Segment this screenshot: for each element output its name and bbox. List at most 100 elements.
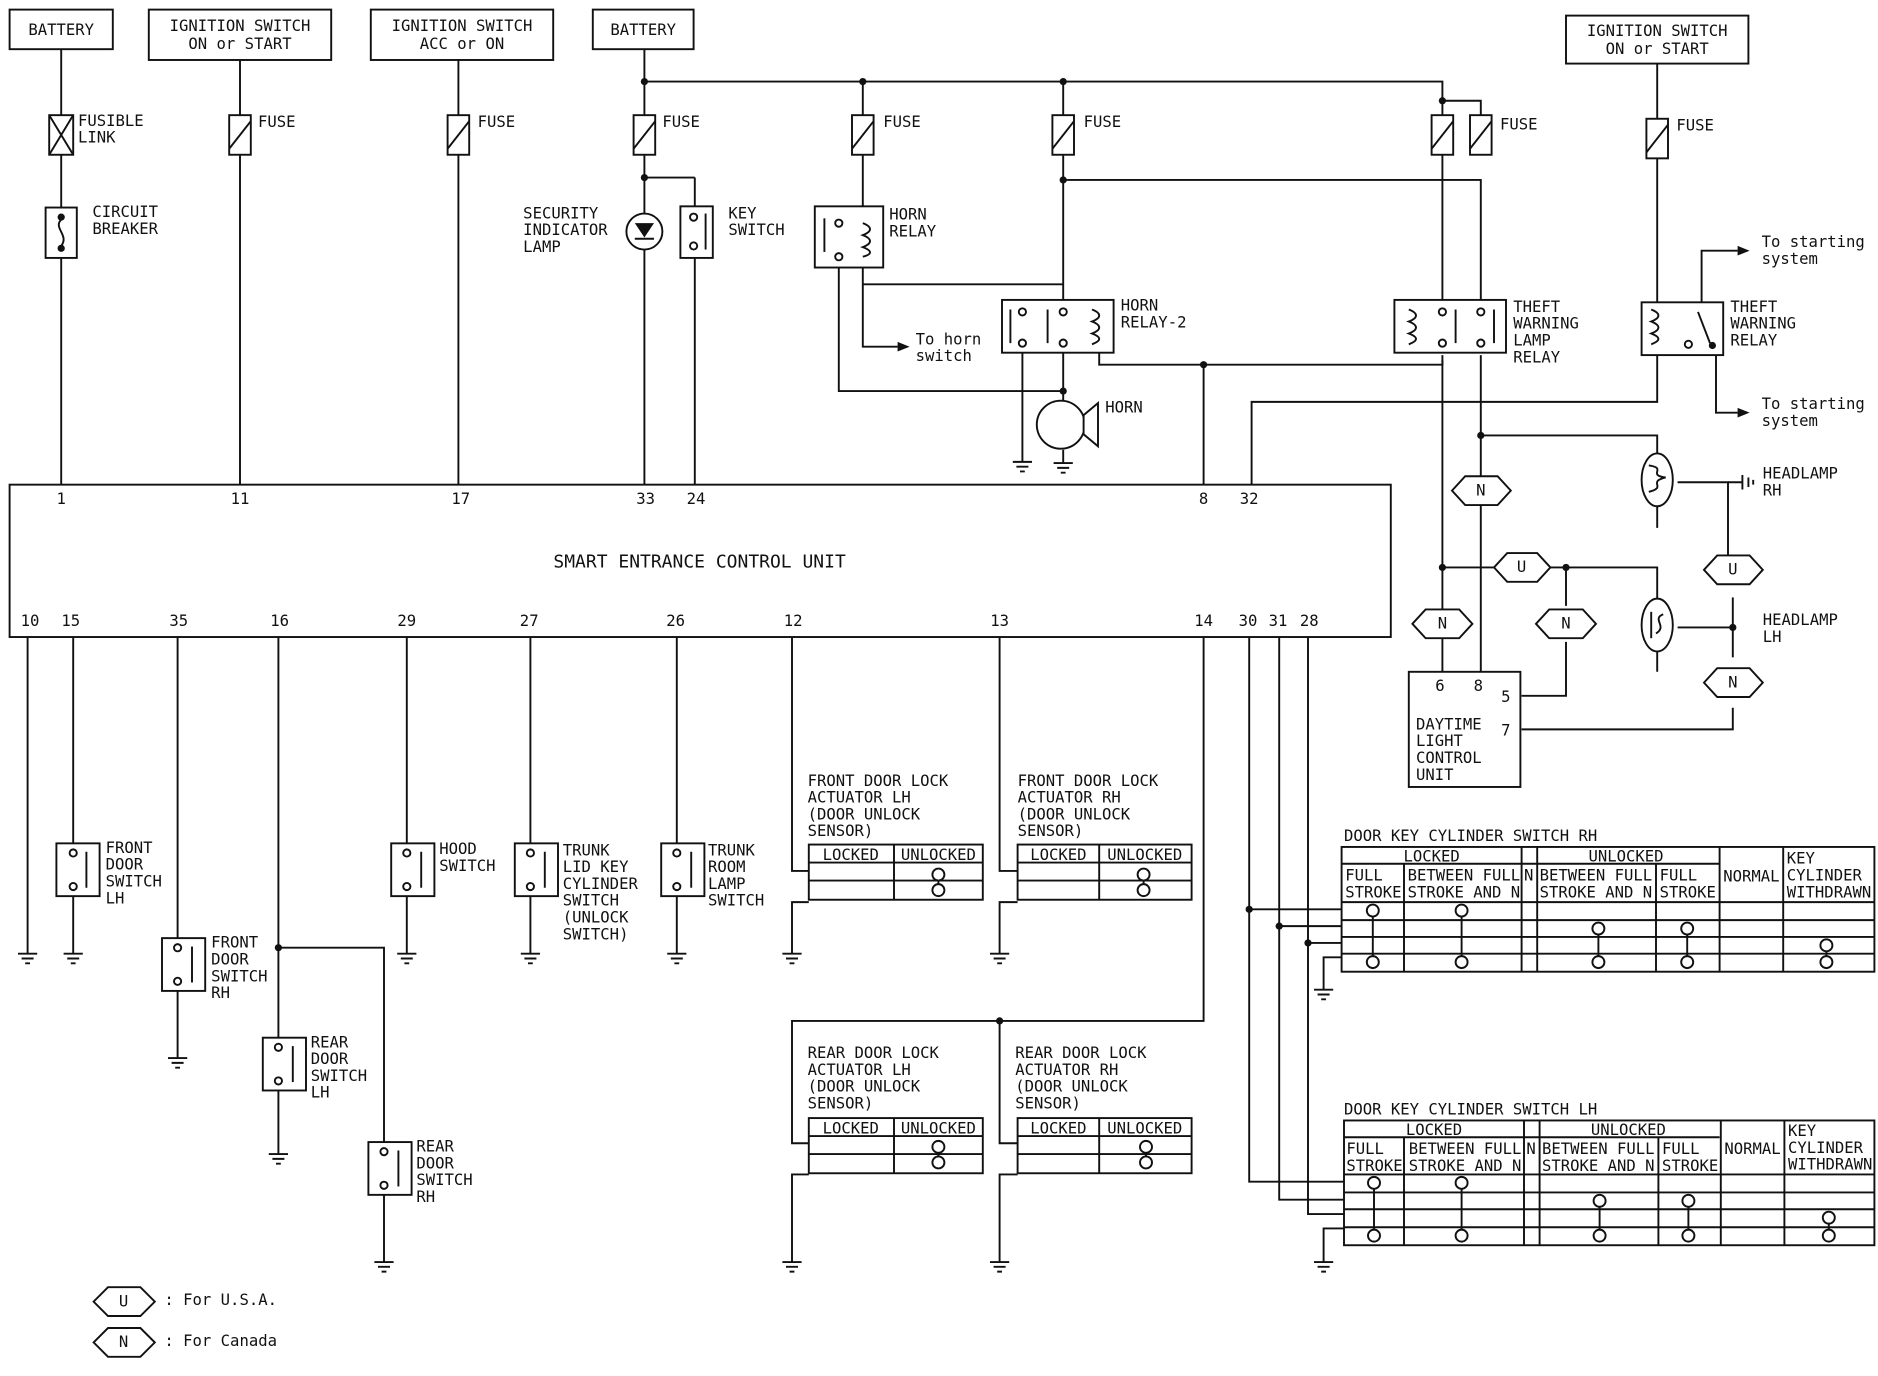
svg-text:RELAY: RELAY xyxy=(1513,348,1561,366)
svg-text:UNLOCKED: UNLOCKED xyxy=(901,1120,976,1138)
svg-text:THEFT: THEFT xyxy=(1730,298,1778,316)
ground-icon xyxy=(990,952,1010,965)
svg-text:FUSE: FUSE xyxy=(478,113,516,131)
svg-text:HOOD: HOOD xyxy=(439,840,477,858)
svg-text:SWITCH: SWITCH xyxy=(311,1067,367,1085)
ground-icon xyxy=(374,1261,394,1273)
hex-n-left: N xyxy=(1411,608,1474,640)
to-starting-system-lower: To starting system xyxy=(1737,395,1865,430)
svg-text:: For U.S.A.: : For U.S.A. xyxy=(164,1291,277,1309)
svg-text:N: N xyxy=(1561,615,1570,633)
svg-text:THEFT: THEFT xyxy=(1513,298,1561,316)
svg-text:IGNITION SWITCH: IGNITION SWITCH xyxy=(392,17,533,35)
pin-1: 1 xyxy=(57,490,66,508)
front-door-lock-actuator-lh: FRONT DOOR LOCK ACTUATOR LH (DOOR UNLOCK… xyxy=(808,772,984,901)
svg-text:SENSOR): SENSOR) xyxy=(1018,822,1084,840)
svg-text:KEY: KEY xyxy=(728,204,757,222)
source-ignition-acc-on: IGNITION SWITCH ACC or ON xyxy=(369,8,555,61)
trunk-lid-key-cylinder-switch: TRUNK LID KEY CYLINDER SWITCH (UNLOCK SW… xyxy=(513,841,639,943)
svg-text:INDICATOR: INDICATOR xyxy=(523,221,608,239)
svg-text:N: N xyxy=(1476,481,1485,499)
ground-icon xyxy=(782,1261,802,1273)
svg-text:DOOR: DOOR xyxy=(211,951,249,969)
svg-text:N: N xyxy=(1728,673,1737,691)
svg-text:FRONT DOOR LOCK: FRONT DOOR LOCK xyxy=(1018,772,1159,790)
svg-text:system: system xyxy=(1762,412,1818,430)
svg-text:NORMAL: NORMAL xyxy=(1723,868,1779,886)
rear-door-switch-rh: REAR DOOR SWITCH RH xyxy=(367,1138,473,1206)
svg-text:SWITCH: SWITCH xyxy=(708,892,764,910)
hood-switch: HOOD SWITCH xyxy=(390,840,495,898)
svg-text:SWITCH: SWITCH xyxy=(439,857,495,875)
svg-text:FUSE: FUSE xyxy=(1676,117,1714,135)
trunk-room-lamp-switch: TRUNK ROOM LAMP SWITCH xyxy=(660,841,764,910)
headlamp-rh: HEADLAMP RH xyxy=(1640,452,1838,508)
pin-29: 29 xyxy=(397,612,416,630)
svg-text:STROKE: STROKE xyxy=(1662,1157,1718,1175)
svg-text:IGNITION SWITCH: IGNITION SWITCH xyxy=(1587,22,1728,40)
svg-text:To starting: To starting xyxy=(1762,233,1865,251)
svg-text:REAR: REAR xyxy=(311,1033,349,1051)
svg-text:ON or START: ON or START xyxy=(188,35,292,53)
svg-text:IGNITION SWITCH: IGNITION SWITCH xyxy=(170,17,311,35)
svg-text:CYLINDER: CYLINDER xyxy=(1788,1139,1864,1157)
pin-11: 11 xyxy=(231,490,250,508)
svg-text:TRUNK: TRUNK xyxy=(563,841,611,859)
front-door-switch-lh: FRONT DOOR SWITCH LH xyxy=(55,839,162,907)
svg-text:RELAY-2: RELAY-2 xyxy=(1121,314,1187,332)
source-battery-center: BATTERY xyxy=(591,8,695,51)
svg-text:To starting: To starting xyxy=(1762,395,1865,413)
svg-text:FUSIBLE: FUSIBLE xyxy=(78,112,144,130)
svg-text:HORN: HORN xyxy=(1121,297,1159,315)
pin-14: 14 xyxy=(1194,612,1213,630)
svg-text:SWITCH: SWITCH xyxy=(106,873,162,891)
svg-text:5: 5 xyxy=(1501,688,1510,706)
fuse-ignition-on-start: FUSE xyxy=(228,113,296,156)
door-key-cylinder-switch-lh: DOOR KEY CYLINDER SWITCH LH LOCKED UNLOC… xyxy=(1343,1100,1876,1247)
svg-text:STROKE: STROKE xyxy=(1660,883,1716,901)
pin-12: 12 xyxy=(784,612,803,630)
svg-text:SWITCH: SWITCH xyxy=(728,221,784,239)
fusible-link: FUSIBLE LINK xyxy=(48,112,144,156)
pin-35: 35 xyxy=(169,612,188,630)
source-battery-left: BATTERY xyxy=(8,8,114,51)
svg-text:CIRCUIT: CIRCUIT xyxy=(92,203,158,221)
svg-text:BETWEEN FULL: BETWEEN FULL xyxy=(1409,1140,1522,1158)
svg-text:CYLINDER: CYLINDER xyxy=(563,875,639,893)
svg-text:LAMP: LAMP xyxy=(1513,332,1551,350)
svg-text:KEY: KEY xyxy=(1787,850,1816,868)
security-indicator-lamp: SECURITY INDICATOR LAMP xyxy=(523,204,664,256)
svg-text:UNLOCKED: UNLOCKED xyxy=(1591,1121,1666,1139)
svg-text:HEADLAMP: HEADLAMP xyxy=(1763,611,1838,629)
hex-n-upper: N xyxy=(1450,475,1513,507)
pin-24: 24 xyxy=(687,490,706,508)
horn: HORN xyxy=(1035,399,1143,450)
legend-usa: U : For U.S.A. xyxy=(92,1286,277,1317)
pin-8: 8 xyxy=(1199,490,1208,508)
ground-icon xyxy=(397,952,417,965)
svg-text:RELAY: RELAY xyxy=(889,222,937,240)
svg-text:WITHDRAWN: WITHDRAWN xyxy=(1787,883,1871,901)
pin-33: 33 xyxy=(636,490,655,508)
svg-text:DAYTIME: DAYTIME xyxy=(1416,715,1482,733)
svg-text:U: U xyxy=(119,1292,128,1310)
svg-text:ACTUATOR LH: ACTUATOR LH xyxy=(808,1061,911,1079)
svg-text:LAMP: LAMP xyxy=(523,238,561,256)
svg-text:LH: LH xyxy=(106,889,125,907)
pin-10: 10 xyxy=(21,612,40,630)
svg-text:STROKE: STROKE xyxy=(1345,883,1401,901)
svg-text:SWITCH: SWITCH xyxy=(563,892,619,910)
svg-text:CYLINDER: CYLINDER xyxy=(1787,867,1863,885)
door-key-cylinder-switch-rh: DOOR KEY CYLINDER SWITCH RH LOCKED UNLOC… xyxy=(1340,827,1876,973)
key-switch: KEY SWITCH xyxy=(679,204,785,259)
svg-text:U: U xyxy=(1728,561,1737,579)
svg-text:BATTERY: BATTERY xyxy=(610,21,676,39)
ground-icon xyxy=(1314,988,1334,1001)
svg-text:(UNLOCK: (UNLOCK xyxy=(563,909,629,927)
horn-relay: HORN RELAY xyxy=(813,205,937,269)
svg-text:WARNING: WARNING xyxy=(1513,315,1579,333)
svg-text:N: N xyxy=(1524,867,1533,885)
pin-17: 17 xyxy=(451,490,470,508)
svg-text:UNLOCKED: UNLOCKED xyxy=(1107,1120,1182,1138)
